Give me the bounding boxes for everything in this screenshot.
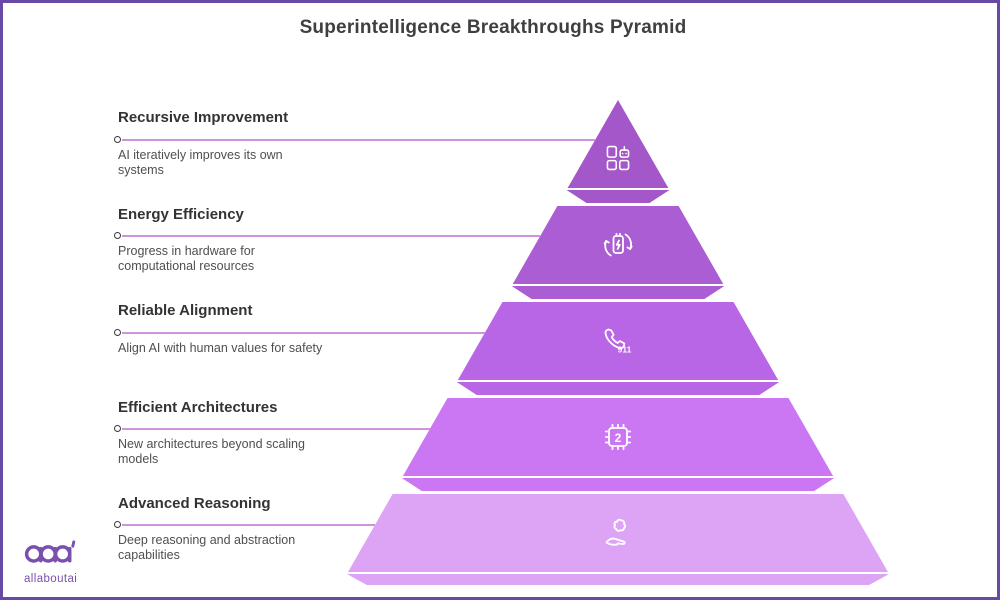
description-line: models	[118, 451, 159, 466]
connector-line	[122, 428, 430, 430]
description-line: computational resources	[118, 258, 255, 273]
svg-text:2: 2	[615, 431, 622, 445]
page-title: Superintelligence Breakthroughs Pyramid	[299, 17, 687, 38]
pyramid-level-5-base-strip	[346, 574, 890, 585]
emergency-call-911-icon: 911	[604, 328, 632, 355]
connector-line	[122, 524, 375, 526]
description-line: Progress in hardware for	[118, 244, 255, 258]
pyramid-level-1-face	[567, 100, 669, 188]
hand-holding-brain-icon	[605, 518, 627, 546]
allaboutai-logo-mark	[24, 540, 76, 563]
level-3-description: Align AI with human values for safety	[118, 341, 322, 356]
description-line: AI iteratively improves its own	[118, 148, 283, 162]
level-2-label: Energy Efficiency	[118, 206, 244, 223]
connector-line	[122, 139, 596, 141]
level-4-label: Efficient Architectures	[118, 399, 278, 416]
connector-dot	[114, 425, 121, 432]
pyramid-level-2-base-strip	[511, 286, 725, 299]
connector-line	[122, 235, 541, 237]
connector-dot	[114, 329, 121, 336]
level-3-label: Reliable Alignment	[118, 302, 253, 319]
chip-icon: 2	[604, 423, 632, 451]
allaboutai-logo-word: allaboutai	[24, 573, 78, 585]
connector-dot	[114, 232, 121, 239]
level-5-label: Advanced Reasoning	[118, 495, 271, 512]
battery-recycle-icon	[603, 232, 633, 257]
connector-line	[122, 332, 485, 334]
svg-text:911: 911	[618, 345, 632, 355]
pyramid-level-3-face	[457, 302, 779, 380]
description-line: capabilities	[118, 547, 180, 562]
pyramid-level-3-base-strip	[456, 382, 780, 395]
pyramid-level-4-base-strip	[401, 478, 835, 491]
connector-dot	[114, 136, 121, 143]
description-line: Deep reasoning and abstraction	[118, 533, 296, 547]
allaboutai-logo: allaboutai	[24, 539, 94, 585]
description-line: systems	[118, 162, 164, 177]
pyramid-level-1-base-strip	[566, 190, 670, 203]
pyramid-graphic: 911 2	[346, 100, 890, 585]
description-line: Align AI with human values for safety	[118, 341, 323, 355]
pyramid-level-5-face	[348, 494, 888, 572]
description-line: New architectures beyond scaling	[118, 437, 305, 451]
pyramid-level-4-face	[402, 398, 834, 476]
ai-apps-grid-icon	[606, 145, 630, 171]
connector-dot	[114, 521, 121, 528]
level-1-label: Recursive Improvement	[118, 109, 289, 126]
